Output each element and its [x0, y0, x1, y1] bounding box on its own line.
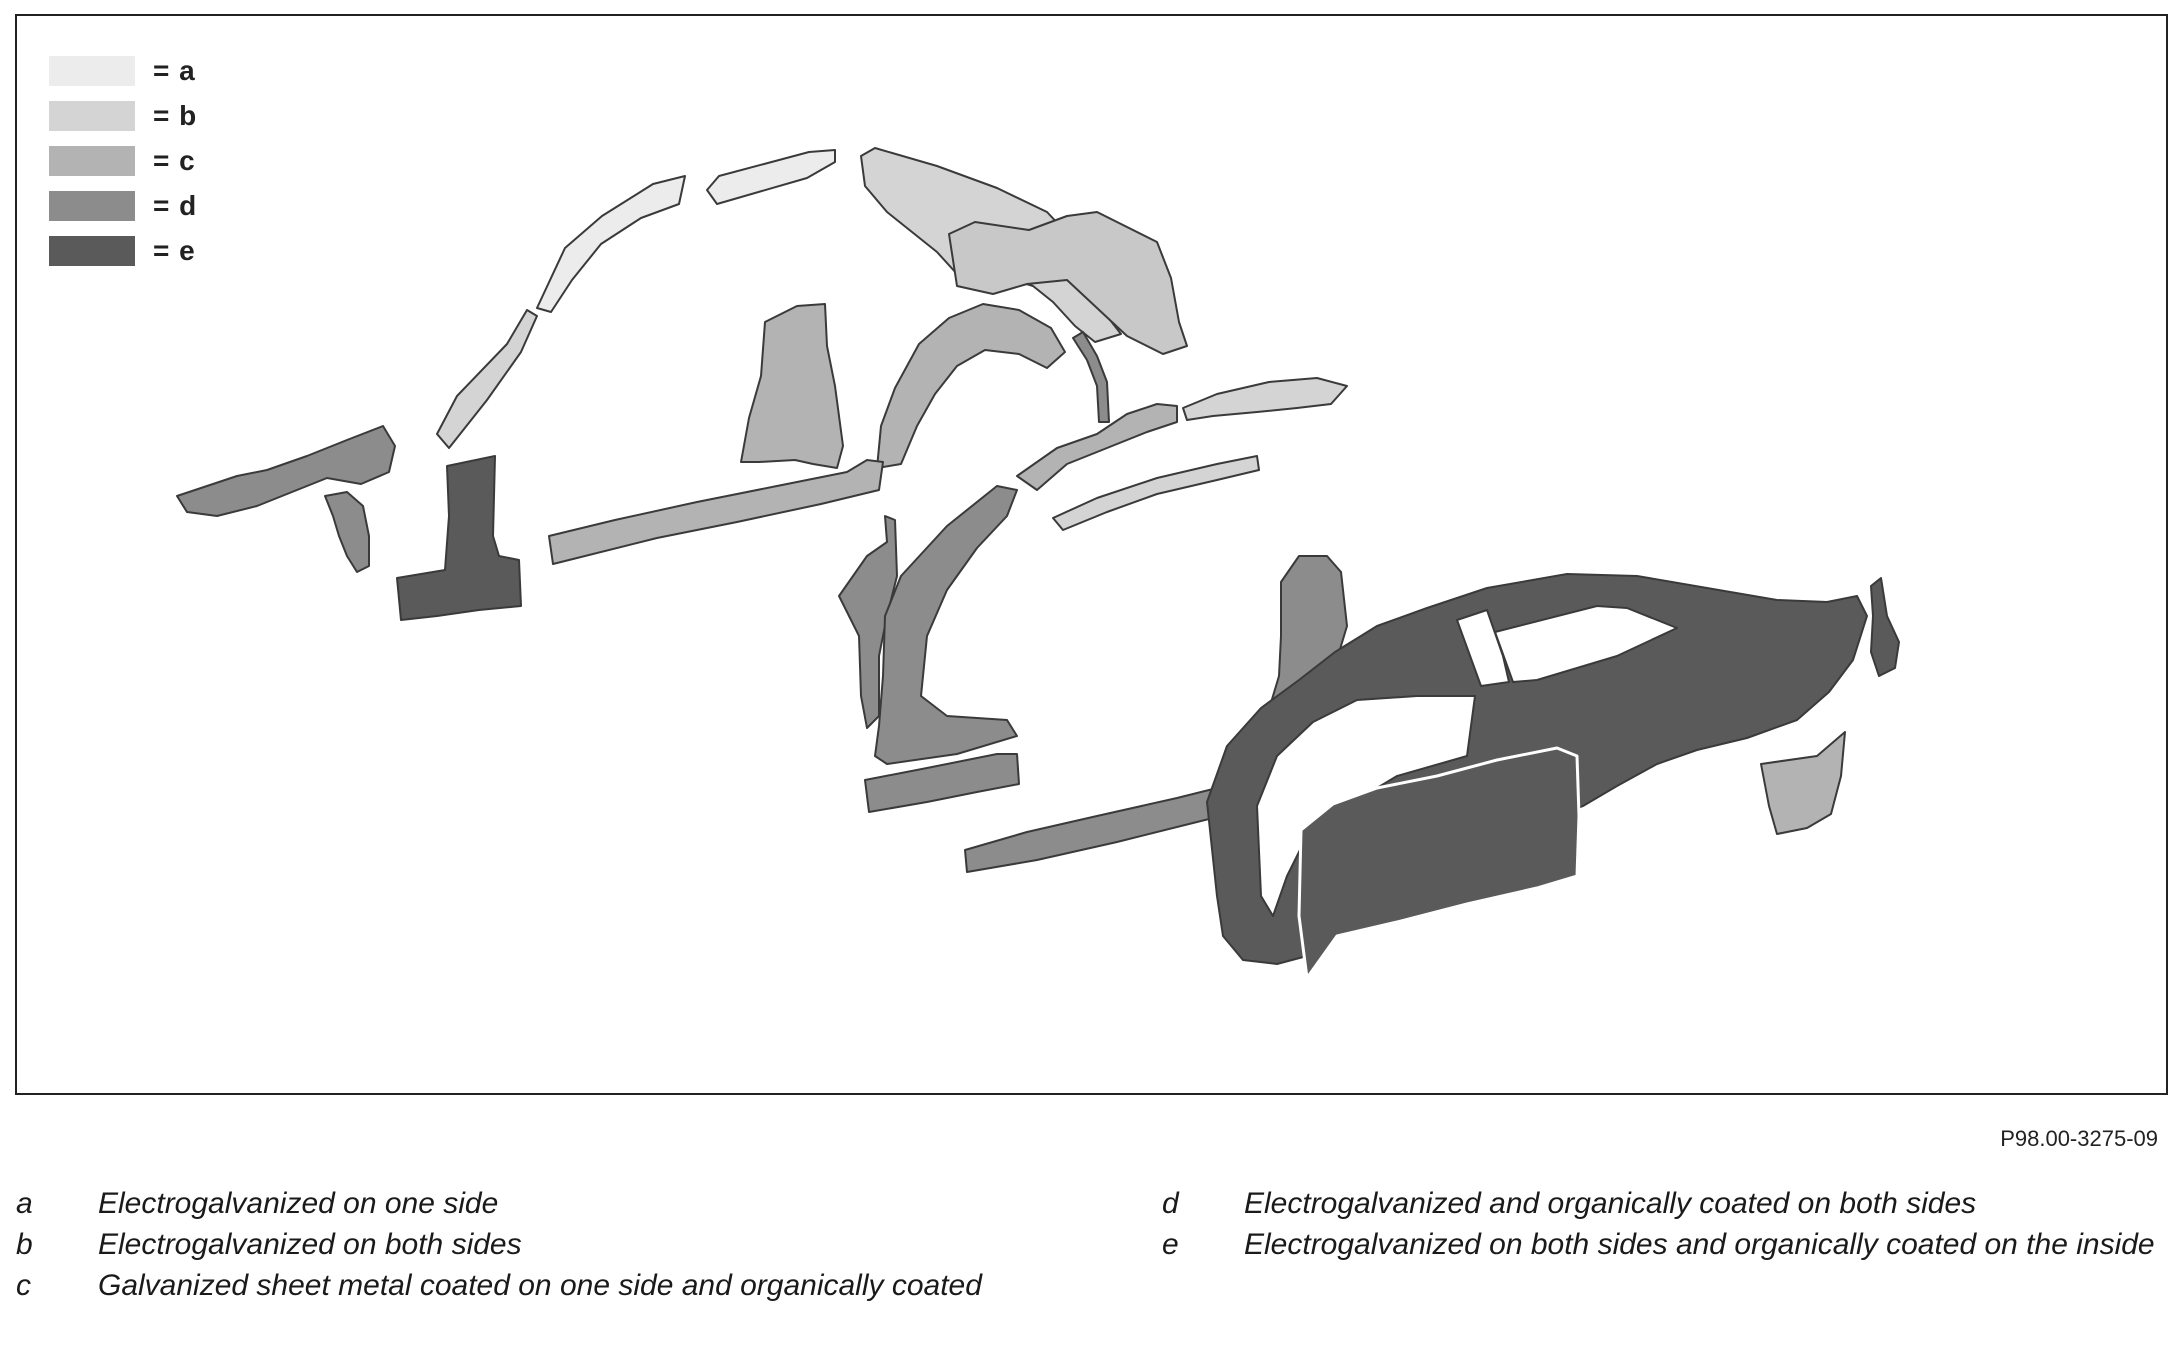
caption-text: Electrogalvanized and organically coated… — [1244, 1187, 1977, 1220]
legend-swatch-c — [49, 145, 135, 176]
legend-label: = a — [153, 54, 196, 86]
legend-item: = c — [49, 138, 197, 183]
tail-lamp-bracket-part — [1870, 577, 1900, 677]
rear-quarter-inner-upper-part — [948, 211, 1188, 355]
caption-letter: e — [1162, 1228, 1179, 1261]
rear-rail-upper-part — [1182, 377, 1348, 421]
legend-label: = b — [153, 99, 198, 131]
b-pillar-inner-part — [740, 303, 844, 469]
legend-label: = d — [153, 189, 198, 221]
caption-text: Galvanized sheet metal coated on one sid… — [98, 1269, 982, 1302]
a-pillar-upper-part — [436, 309, 538, 449]
door-panel-part — [1297, 746, 1581, 980]
caption-text: Electrogalvanized on one side — [98, 1187, 499, 1220]
rear-rail-lower-part — [1052, 455, 1260, 531]
diagram-frame: = a = b = c = d = e — [15, 14, 2168, 1095]
front-door-opening-cutout — [1256, 695, 1476, 917]
rear-side-member-part — [1016, 403, 1178, 491]
legend-item: = a — [49, 48, 197, 93]
caption-row: c Galvanized sheet metal coated on one s… — [16, 1265, 1016, 1306]
a-pillar-lower-part — [396, 455, 522, 621]
caption-list-left: a Electrogalvanized on one side b Electr… — [16, 1183, 1016, 1306]
legend-label: = e — [153, 234, 196, 266]
caption-row: b Electrogalvanized on both sides — [16, 1224, 1016, 1265]
legend-item: = d — [49, 183, 197, 228]
caption-row: a Electrogalvanized on one side — [16, 1183, 1016, 1224]
legend-swatch-d — [49, 190, 135, 221]
rear-corner-part — [1760, 731, 1846, 835]
caption-row: d Electrogalvanized and organically coat… — [1162, 1183, 2162, 1224]
caption-list-right: d Electrogalvanized and organically coat… — [1162, 1183, 2162, 1265]
legend-item: = e — [49, 228, 197, 273]
legend-label: = c — [153, 144, 196, 176]
wheel-arch-edge-strip — [1072, 331, 1110, 423]
legend-swatch-a — [49, 55, 135, 86]
caption-letter: a — [16, 1187, 33, 1220]
sill-bracket-part — [864, 753, 1020, 813]
legend: = a = b = c = d = e — [49, 48, 197, 273]
a-pillar-reinforcement-part — [874, 485, 1018, 765]
exploded-body-parts-drawing — [176, 147, 1900, 980]
caption-text: Electrogalvanized on both sides — [98, 1228, 522, 1261]
figure-reference-code: P98.00-3275-09 — [2000, 1126, 2158, 1151]
roof-rail-front-part — [536, 175, 686, 313]
legend-swatch-b — [49, 100, 135, 131]
rear-wheel-arch-part — [876, 303, 1066, 469]
rear-side-window-cutout — [1494, 605, 1678, 683]
caption-letter: b — [16, 1228, 33, 1261]
legend-item: = b — [49, 93, 197, 138]
front-apron-part — [176, 425, 396, 517]
front-bracket-part — [324, 491, 370, 573]
quarter-window-cutout — [1456, 609, 1510, 687]
caption-row: e Electrogalvanized on both sides and or… — [1162, 1224, 2162, 1265]
legend-swatch-e — [49, 235, 135, 266]
rocker-inner-part — [548, 459, 884, 565]
caption-text: Electrogalvanized on both sides and orga… — [1244, 1228, 2155, 1261]
caption-letter: d — [1162, 1187, 1179, 1220]
roof-rail-center-part — [706, 149, 836, 205]
caption-letter: c — [16, 1269, 31, 1302]
